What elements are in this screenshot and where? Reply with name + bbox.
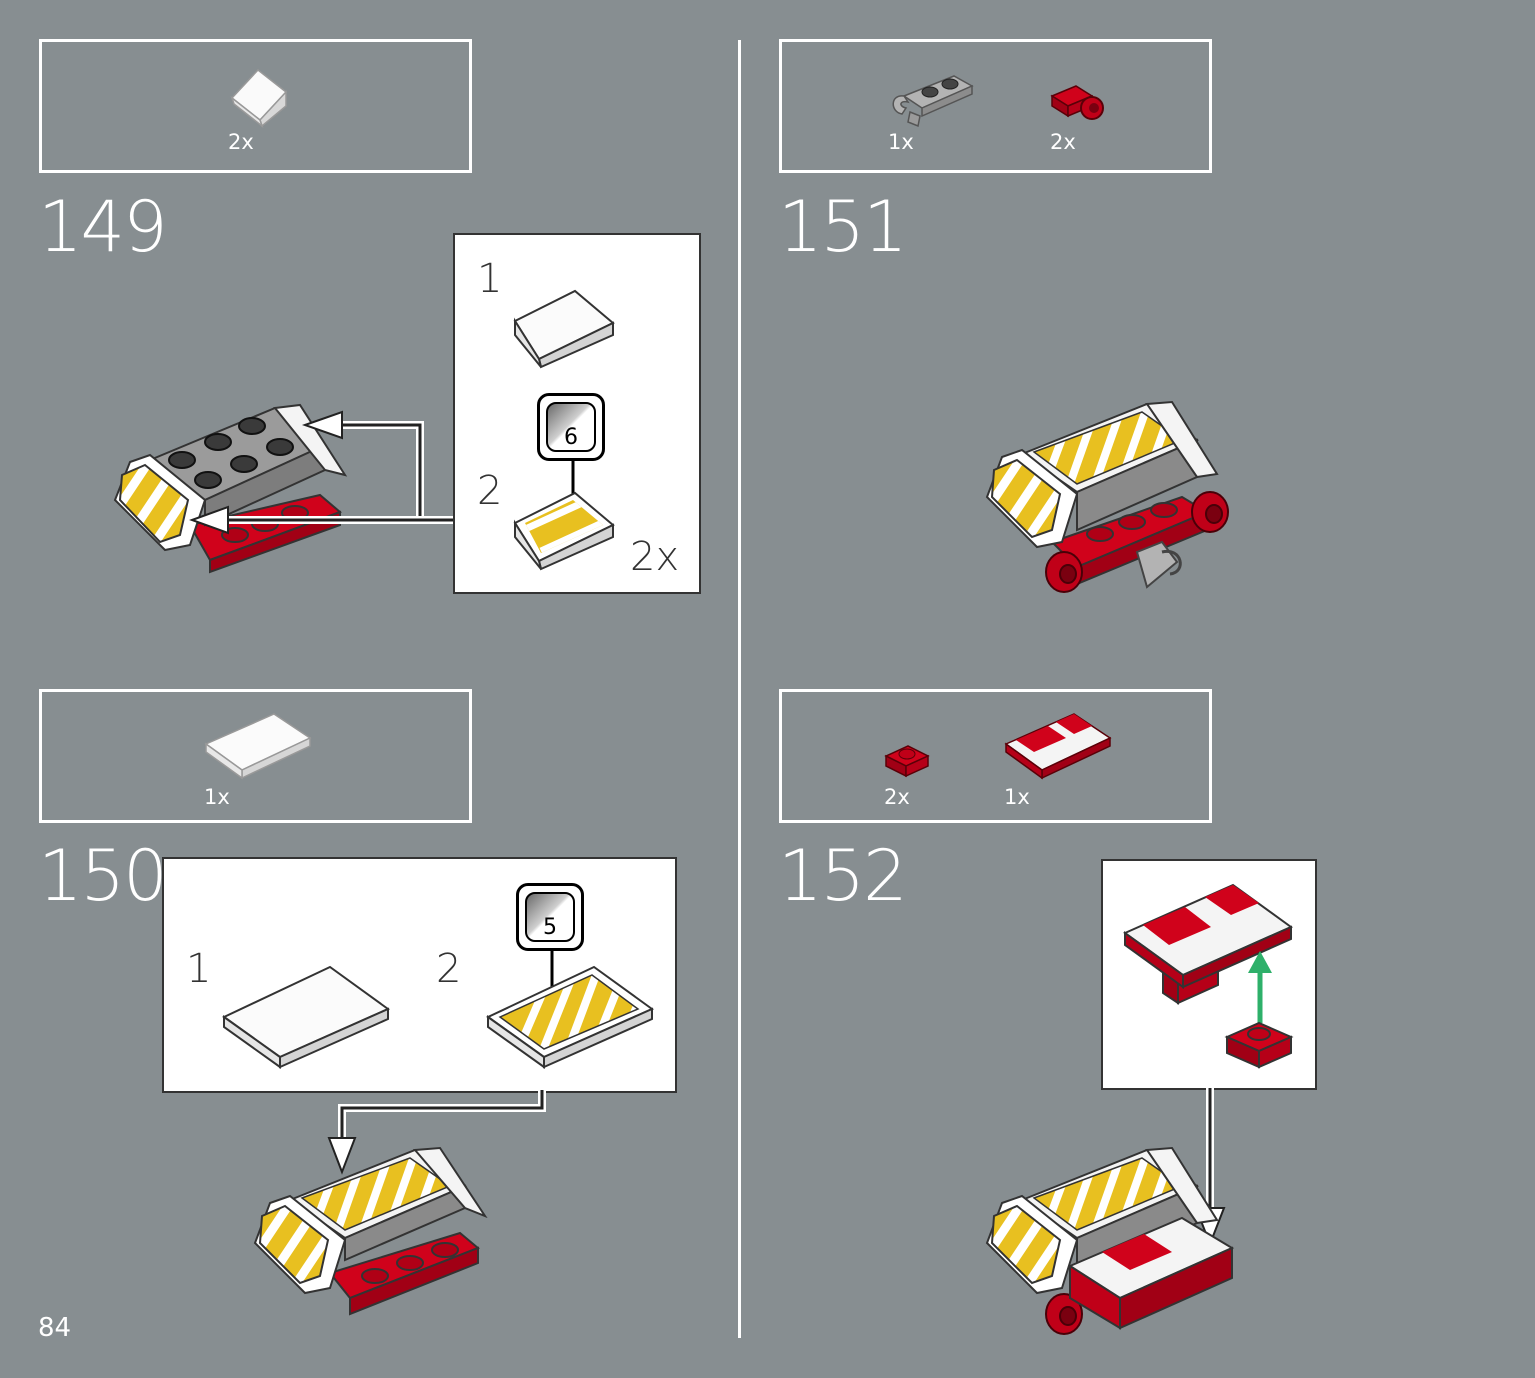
assembly-model-150 xyxy=(253,1146,488,1316)
arrow-150 xyxy=(327,1090,546,1175)
part-quantity: 2x xyxy=(1050,130,1076,154)
part-quantity: 1x xyxy=(888,130,914,154)
assembly-model-152 xyxy=(985,1146,1235,1335)
hazard-slope-icon xyxy=(513,491,615,571)
parts-list-151: 1x 2x xyxy=(779,39,1212,173)
red-white-tile-icon xyxy=(1004,713,1112,780)
green-arrow-up-icon xyxy=(1248,951,1272,1023)
white-slope-brick-icon xyxy=(513,289,615,369)
callout-149: 1 6 2 2x xyxy=(453,233,701,594)
substep-label: 1 xyxy=(477,256,503,302)
part-quantity: 1x xyxy=(204,785,230,809)
step-number-152: 152 xyxy=(778,835,908,917)
substep-label: 2 xyxy=(477,468,503,514)
red-white-tile-stack-icon xyxy=(1123,883,1293,1005)
part-quantity: 2x xyxy=(884,785,910,809)
step-number-151: 151 xyxy=(778,186,908,268)
page-number: 84 xyxy=(38,1313,72,1343)
white-tile-icon xyxy=(204,713,312,780)
sticker-reference: 5 xyxy=(516,883,584,951)
callout-152 xyxy=(1101,859,1317,1090)
substep-label: 2 xyxy=(436,946,462,992)
white-slope-brick-icon xyxy=(230,68,288,129)
arrow-149 xyxy=(189,410,455,535)
white-tile-icon xyxy=(222,965,390,1069)
part-quantity: 2x xyxy=(228,130,254,154)
step-number-150: 150 xyxy=(38,835,168,917)
part-quantity: 1x xyxy=(1004,785,1030,809)
step-number-149: 149 xyxy=(38,186,168,268)
column-divider xyxy=(738,40,741,1338)
sticker-number: 6 xyxy=(564,425,578,450)
parts-list-149: 2x xyxy=(39,39,472,173)
callout-quantity: 2x xyxy=(630,534,680,580)
red-wheel-icon xyxy=(1050,85,1104,120)
parts-list-150: 1x xyxy=(39,689,472,823)
hazard-tile-icon xyxy=(486,965,654,1069)
sticker-reference: 6 xyxy=(537,393,605,461)
callout-150: 1 2 5 xyxy=(162,857,677,1093)
substep-label: 1 xyxy=(186,946,212,992)
assembly-model-151 xyxy=(985,400,1229,593)
red-round-plate-icon xyxy=(1224,1021,1294,1069)
red-round-plate-icon xyxy=(884,745,930,778)
gray-clip-plate-icon xyxy=(892,75,974,128)
sticker-number: 5 xyxy=(543,915,557,940)
parts-list-152: 2x 1x xyxy=(779,689,1212,823)
